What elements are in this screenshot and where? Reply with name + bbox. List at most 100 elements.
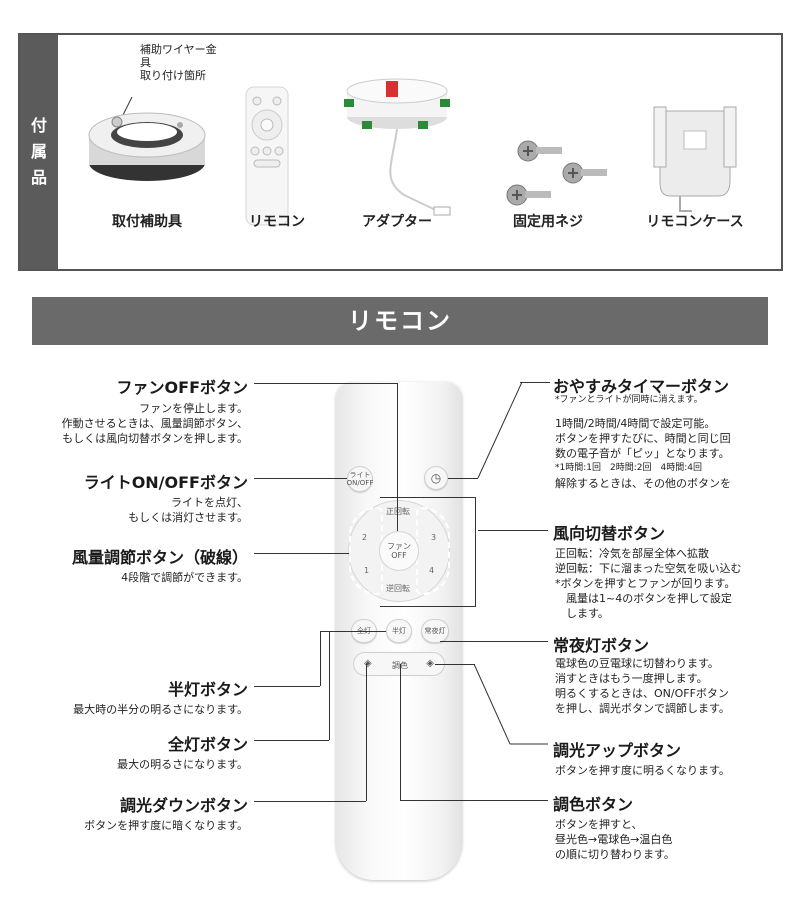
night-line-1: 電球色の豆電球に切替わります。 — [555, 657, 719, 670]
leader-half-h2 — [320, 631, 386, 632]
leader-full-v — [329, 631, 330, 740]
speed-dash-left — [349, 507, 383, 595]
leader-half-h — [254, 686, 320, 687]
fan-off-title: ファンOFFボタン — [116, 378, 248, 397]
dim-down-line-1: ボタンを押す度に暗くなります。 — [84, 819, 248, 832]
timer-line-4: 解除するときは、その他のボタンを — [555, 477, 731, 490]
timer-title: おやすみタイマーボタン — [553, 377, 730, 396]
accessory-adapter: アダプター — [322, 55, 472, 255]
leader-color-v — [400, 664, 401, 800]
reverse-button[interactable]: 逆回転 — [386, 584, 410, 593]
accessory-screws: 固定用ネジ — [473, 55, 623, 255]
light-title: ライトON/OFFボタン — [83, 473, 248, 492]
dim-up-line-1: ボタンを押す度に明るくなります。 — [555, 764, 730, 777]
timer-desc: *ファンとライトが同時に消えます。 1時間/2時間/4時間で設定可能。 ボタンを… — [555, 393, 731, 491]
direction-line-1: 正回転：冷気を部屋全体へ拡散 — [555, 547, 709, 560]
timer-note: *ファンとライトが同時に消えます。 — [555, 395, 703, 405]
fan-off-button[interactable]: ファン OFF — [379, 531, 419, 571]
screw-1 — [517, 140, 562, 162]
leader-light — [254, 478, 347, 479]
direction-title: 風向切替ボタン — [553, 524, 666, 543]
fan-off-line-3: もしくは風向切替ボタンを押します。 — [62, 432, 248, 445]
fan-off-line-2: 作動させるときは、風量調節ボタン、 — [61, 417, 248, 430]
color-desc: ボタンを押すと、 昼光色→電球色→温白色 の順に切り替わります。 — [555, 817, 675, 862]
accessories-side-label: 付 属 品 — [20, 35, 58, 269]
dim-down-title: 調光ダウンボタン — [119, 796, 248, 815]
speed-line-1: 4段階で調節ができます。 — [121, 571, 248, 584]
light-desc: ライトを点灯、 もしくは消灯させます。 — [128, 495, 248, 525]
direction-line-5: します。 — [555, 607, 609, 620]
dim-up-title: 調光アップボタン — [553, 741, 682, 760]
leader-direction-h — [478, 530, 548, 531]
direction-line-3: *ボタンを押すとファンが回ります。 — [555, 577, 736, 590]
direction-line-4: 風量は1~4のボタンを押して設定 — [555, 592, 732, 605]
color-title: 調色ボタン — [553, 795, 634, 814]
dim-down-desc: ボタンを押す度に暗くなります。 — [84, 818, 248, 833]
leader-timer-diag — [477, 381, 523, 479]
remote-thumbnail-image — [245, 86, 289, 226]
adapter-label: アダプター — [362, 214, 432, 230]
color-line-3: の順に切り替わります。 — [555, 848, 675, 861]
leader-dim-down-h — [254, 801, 366, 802]
half-desc: 最大時の半分の明るさになります。 — [73, 702, 248, 717]
leader-dim-up-h — [435, 664, 475, 665]
color-line-1: ボタンを押すと、 — [555, 818, 643, 831]
leader-timer-h — [520, 382, 550, 383]
leader-fan-off-v — [397, 383, 398, 531]
speed-1-button[interactable]: 1 — [364, 566, 370, 575]
speed-2-button[interactable]: 2 — [362, 533, 368, 542]
accessory-remote-case: リモコンケース — [620, 55, 770, 255]
remote-case-label: リモコンケース — [646, 214, 744, 230]
screws-image — [506, 140, 607, 206]
night-light-button[interactable]: 常夜灯 — [421, 619, 449, 643]
timer-line-3: 数の電子音が「ピッ」となります。 — [555, 447, 730, 460]
leader-half-v — [320, 631, 321, 686]
dim-up-icon[interactable]: ◈ — [426, 658, 434, 669]
leader-fan-off-h — [254, 383, 397, 384]
speed-title: 風量調節ボタン（破線） — [71, 548, 248, 567]
half-light-button[interactable]: 半灯 — [386, 619, 412, 643]
remote-label: リモコン — [249, 214, 305, 230]
direction-line-2: 逆回転：下に溜まった空気を吸い込む — [555, 562, 742, 575]
leader-dim-up-diag — [473, 663, 548, 745]
night-line-4: を押し、調光ボタンで調節します。 — [555, 702, 730, 715]
direction-desc: 正回転：冷気を部屋全体へ拡散 逆回転：下に溜まった空気を吸い込む *ボタンを押す… — [555, 546, 742, 621]
leader-speed — [254, 553, 349, 554]
leader-direction-bottom — [380, 606, 475, 607]
accessory-mounting-aid: 補助ワイヤー金具 取り付け箇所 取付補助具 — [72, 43, 222, 255]
night-line-3: 明るくするときは、ON/OFFボタン — [555, 687, 729, 700]
timer-note-2: *1時間:1回 2時間:2回 4時間:4回 — [555, 463, 702, 473]
accessory-remote: リモコン — [202, 55, 352, 255]
accessories-panel: 付 属 品 補助ワイヤー金具 取り付け箇所 取付補助具 — [18, 33, 783, 271]
leader-night — [440, 641, 548, 642]
light-line-2: もしくは消灯させます。 — [128, 511, 248, 524]
clock-icon: ◷ — [430, 471, 442, 485]
speed-4-button[interactable]: 4 — [429, 566, 435, 575]
fan-off-line-1: ファンを停止します。 — [139, 402, 248, 415]
leader-direction-v — [475, 497, 476, 607]
wire-note-line-1: 補助ワイヤー金具 — [140, 43, 217, 69]
leader-full-h — [254, 740, 329, 741]
mounting-aid-label: 取付補助具 — [112, 214, 182, 230]
wire-note-line-2: 取り付け箇所 — [140, 69, 206, 82]
night-title: 常夜灯ボタン — [553, 636, 650, 655]
forward-button[interactable]: 正回転 — [386, 507, 410, 516]
side-char-3: 品 — [30, 168, 47, 187]
speed-3-button[interactable]: 3 — [431, 533, 437, 542]
light-on-off-button[interactable]: ライト ON/OFF — [347, 466, 373, 492]
timer-line-1: 1時間/2時間/4時間で設定可能。 — [555, 417, 716, 430]
leader-dim-down-v — [366, 664, 367, 801]
leader-direction-top — [380, 497, 475, 498]
timer-button[interactable]: ◷ — [424, 466, 448, 490]
half-line-1: 最大時の半分の明るさになります。 — [73, 703, 248, 716]
speed-desc: 4段階で調節ができます。 — [121, 570, 248, 585]
light-line-1: ライトを点灯、 — [171, 496, 248, 509]
half-title: 半灯ボタン — [167, 680, 248, 699]
dim-down-icon[interactable]: ◈ — [364, 658, 372, 669]
timer-line-2: ボタンを押すたびに、時間と同じ回 — [555, 432, 731, 445]
side-char-1: 付 — [30, 116, 47, 135]
night-desc: 電球色の豆電球に切替わります。 消すときはもう一度押します。 明るくするときは、… — [555, 656, 730, 716]
full-title: 全灯ボタン — [167, 735, 248, 754]
leader-color-h — [400, 800, 548, 801]
fan-off-desc: ファンを停止します。 作動させるときは、風量調節ボタン、 もしくは風向切替ボタン… — [62, 401, 248, 446]
